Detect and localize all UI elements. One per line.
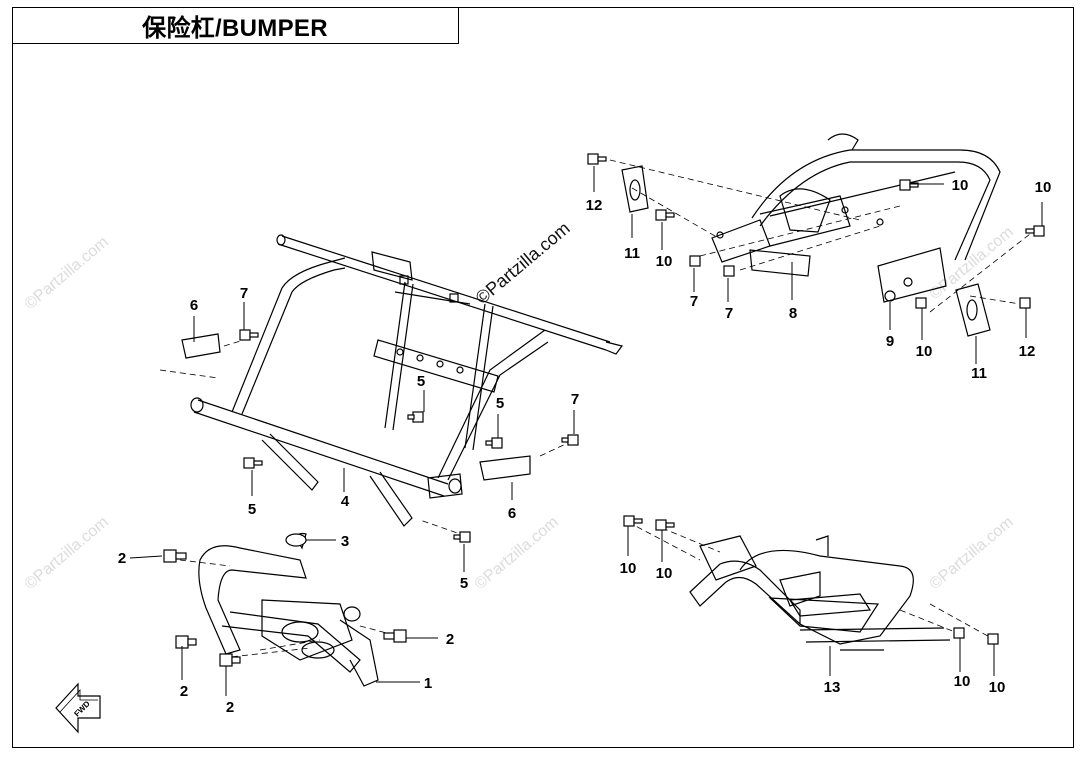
callout-7: 7	[240, 285, 248, 302]
fwd-arrow-icon: FWD	[55, 682, 101, 734]
bolt-icon	[689, 255, 701, 267]
bolt-icon	[1025, 225, 1045, 237]
callout-5: 5	[248, 501, 256, 518]
watermark: ©Partzilla.com	[927, 224, 1017, 303]
callout-2: 2	[118, 550, 126, 567]
callout-10: 10	[954, 673, 971, 690]
bolt-icon	[623, 515, 643, 527]
rear-bumper-assembly	[711, 133, 1001, 303]
skid-bumper-assembly	[689, 535, 951, 651]
callout-9: 9	[886, 333, 894, 350]
bolt-icon	[407, 411, 424, 423]
watermark: ©Partzilla.com	[22, 234, 112, 313]
bolt-icon	[561, 434, 579, 446]
bolt-icon	[383, 629, 407, 643]
bolt-icon	[285, 533, 307, 547]
title-box: 保险杠/BUMPER	[12, 7, 459, 44]
callout-2: 2	[446, 631, 454, 648]
callout-10: 10	[916, 343, 933, 360]
bolt-icon	[899, 179, 919, 191]
bolt-icon	[243, 457, 263, 469]
bumper-frame-part-4	[181, 234, 624, 527]
callout-10: 10	[1035, 179, 1052, 196]
bolt-icon	[1019, 297, 1031, 309]
callout-6: 6	[190, 297, 198, 314]
page-title: 保险杠/BUMPER	[142, 14, 328, 42]
bolt-icon	[587, 153, 607, 165]
callout-12: 12	[586, 197, 603, 214]
callout-leaders	[129, 166, 1043, 696]
callout-4: 4	[341, 493, 350, 510]
callout-10: 10	[989, 679, 1006, 696]
callout-10: 10	[656, 253, 673, 270]
callout-5: 5	[496, 395, 504, 412]
callout-2: 2	[226, 699, 234, 716]
callout-7: 7	[571, 391, 579, 408]
bolt-icon	[163, 549, 187, 563]
callout-10: 10	[656, 565, 673, 582]
bolt-icon	[175, 635, 197, 649]
watermark: ©Partzilla.com	[927, 514, 1017, 593]
callout-7: 7	[725, 305, 733, 322]
bolt-icon	[453, 531, 471, 543]
bolt-icon	[655, 519, 675, 531]
callouts: 6 7 5 5 7 6 4 5 5 2 3 2 2 2 1 12 11 10 7…	[118, 177, 1052, 716]
callout-2: 2	[180, 683, 188, 700]
bolt-icon	[239, 329, 259, 341]
bolt-icon	[987, 633, 999, 645]
watermarks: ©Partzilla.com ©Partzilla.com ©Partzilla…	[22, 224, 1017, 593]
watermark: ©Partzilla.com	[472, 514, 562, 593]
callout-5: 5	[417, 373, 425, 390]
callout-6: 6	[508, 505, 516, 522]
plate-11	[621, 165, 991, 337]
watermark-main: ©Partzilla.com	[472, 218, 574, 308]
callout-10: 10	[620, 560, 637, 577]
leader-lines	[159, 159, 1031, 659]
bolt-icon	[485, 437, 503, 449]
callout-1: 1	[424, 675, 432, 692]
bolt-icon	[655, 209, 675, 221]
diagram-frame	[12, 7, 1074, 748]
callout-11: 11	[971, 365, 987, 382]
callout-10: 10	[952, 177, 969, 194]
callout-7: 7	[690, 293, 698, 310]
bolt-icon	[723, 265, 735, 277]
callout-13: 13	[824, 679, 841, 696]
callout-8: 8	[789, 305, 797, 322]
bolt-icon	[915, 297, 927, 309]
callout-11: 11	[624, 245, 640, 262]
callout-3: 3	[341, 533, 349, 550]
front-bumper-assembly	[198, 532, 379, 687]
bolt-icon	[219, 653, 241, 667]
callout-5: 5	[460, 575, 468, 592]
callout-12: 12	[1019, 343, 1036, 360]
bolt-icon	[953, 627, 965, 639]
watermark: ©Partzilla.com	[22, 514, 112, 593]
